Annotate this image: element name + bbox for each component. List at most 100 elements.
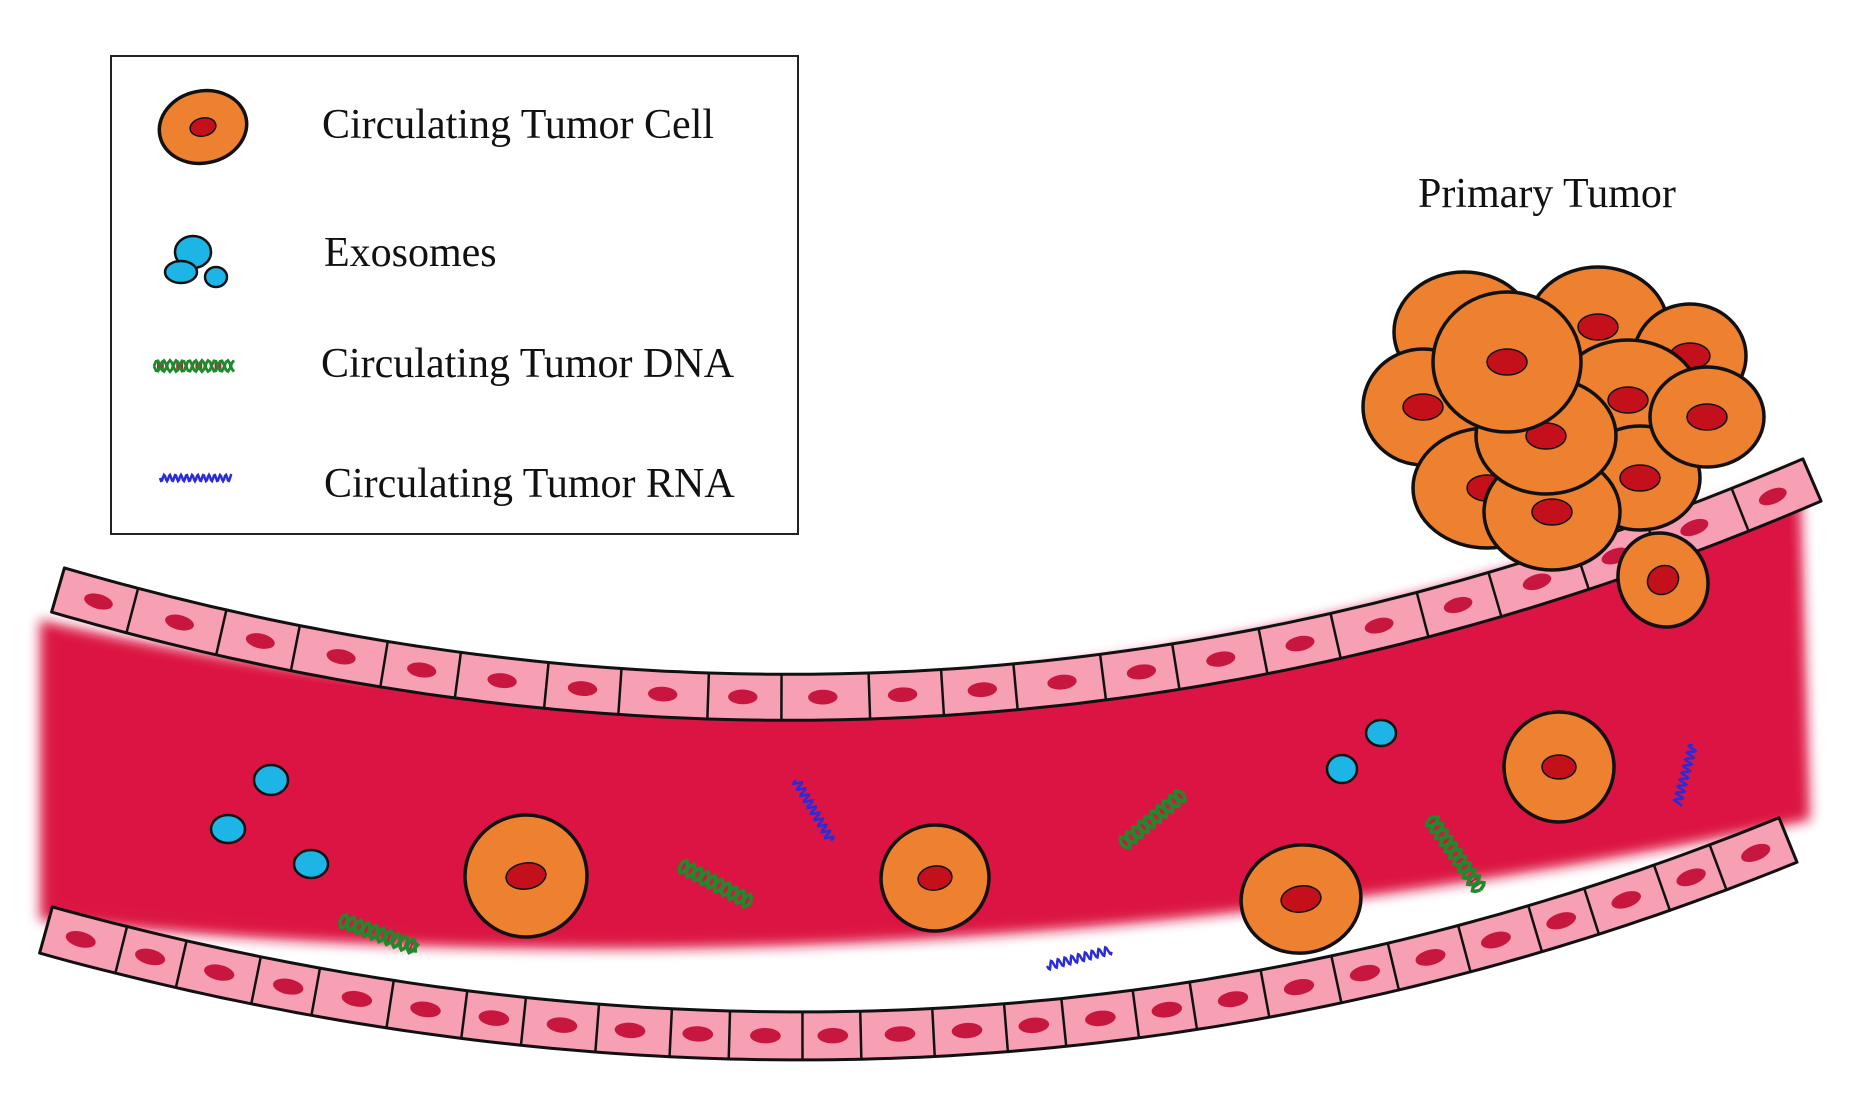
cell-nucleus [1619,464,1661,492]
endothelial-nucleus [326,649,356,665]
endothelial-nucleus [84,593,113,610]
endothelial-nucleus [165,614,194,631]
endothelial-nucleus [817,1028,849,1044]
cell-divider [1730,487,1750,532]
endothelial-nucleus [478,1010,510,1026]
legend-label-tumor-cell: Circulating Tumor Cell [322,102,714,148]
primary-tumor-label: Primary Tumor [1418,171,1676,217]
cell-divider [939,669,946,716]
cell-divider [289,625,302,671]
endothelial-nucleus [1126,664,1157,680]
endothelial-nucleus [1443,596,1473,614]
cell-nucleus [189,117,217,137]
endothelial-nucleus [884,1026,916,1042]
cell-divider [1131,990,1141,1038]
dna-strand [152,358,236,374]
primary-tumor-cell [1648,365,1766,469]
cell-divider [1583,888,1601,935]
endothelial-nucleus [682,1026,714,1042]
primary-tumor-cluster [1361,265,1766,629]
rna-strand [158,472,233,484]
cell-nucleus [1541,754,1577,780]
cell-nucleus [1577,313,1619,341]
cell-divider [1002,1003,1010,1052]
blood-content [209,710,1698,972]
cell-divider [542,662,550,709]
cell-divider [453,652,463,699]
cell-divider [617,668,623,715]
cell-divider [1170,643,1181,690]
cell-divider [310,967,322,1016]
legend-label-ctrna: Circulating Tumor RNA [324,461,735,507]
endothelial-nucleus [1546,912,1577,930]
exosome [252,763,290,797]
cell-divider [1188,981,1199,1030]
exosome [1325,753,1359,785]
endothelial-nucleus [1758,487,1787,506]
legend-label-exosomes: Exosomes [324,230,497,276]
dna-strand [677,858,753,910]
endothelial-nucleus [1206,651,1236,667]
rna-strand [792,779,835,842]
endothelial-nucleus [951,1022,983,1039]
endothelial-nucleus [1018,1017,1050,1034]
cell-divider [1652,864,1672,911]
cell-nucleus [1486,348,1528,376]
cell-divider [174,940,188,988]
circulating-tumor-cell [1502,710,1616,824]
legend: Circulating Tumor Cell Exosomes Circulat… [110,55,799,535]
lower-vessel-wall [38,816,1799,1062]
endothelial-nucleus [647,686,678,702]
cell-divider [1527,905,1544,953]
endothelial-nucleus [1676,868,1706,887]
cell-divider [1259,969,1271,1018]
dna-strand [338,912,421,955]
endothelial-nucleus [65,931,96,948]
endothelial-nucleus [1680,518,1709,537]
cell-divider [931,1008,936,1057]
endothelial-nucleus [410,1001,441,1018]
dna-strand [1424,815,1486,894]
endothelial-nucleus [245,633,275,649]
cell-divider [594,1004,601,1053]
cell-divider [114,926,129,974]
cell-divider [1060,998,1068,1047]
tumor-cell-icon [157,88,249,166]
endothelial-nucleus [546,1017,578,1033]
endothelial-nucleus [1522,573,1552,591]
endothelial-nucleus [135,948,166,966]
cell-nucleus [917,865,953,891]
circulating-tumor-cell [1239,843,1363,955]
endothelial-nucleus [487,673,517,689]
endothelial-nucleus [567,681,598,697]
cell-nucleus [1531,498,1573,526]
rna-strand [1672,743,1698,807]
circulating-tumor-cell [463,813,589,939]
exosome-icon [163,234,229,289]
primary-tumor-cell [1431,290,1583,434]
cell-divider [519,997,528,1046]
cell-nucleus [1402,393,1444,421]
endothelial-nucleus [1415,949,1446,966]
cell-nucleus [1280,885,1322,913]
cell-divider [1456,925,1472,973]
cell-divider [867,672,872,720]
cell-divider [668,1008,674,1057]
cell-nucleus [1607,386,1649,414]
endothelial-nucleus [1285,635,1315,652]
endothelial-nucleus [1283,978,1315,996]
endothelial-nucleus [1349,964,1380,982]
dna-strand [1118,788,1187,850]
cell-divider [379,641,389,688]
cell-divider [1098,654,1108,701]
cell-divider [1487,572,1503,617]
endothelial-nucleus [887,687,918,703]
endothelial-nucleus [1151,1001,1183,1018]
cell-divider [125,588,140,634]
endothelial-nucleus [614,1022,646,1039]
cell-divider [1415,592,1430,638]
cell-divider [858,1011,863,1060]
lower-wall-band [38,816,1799,1062]
cell-nucleus [505,862,547,890]
